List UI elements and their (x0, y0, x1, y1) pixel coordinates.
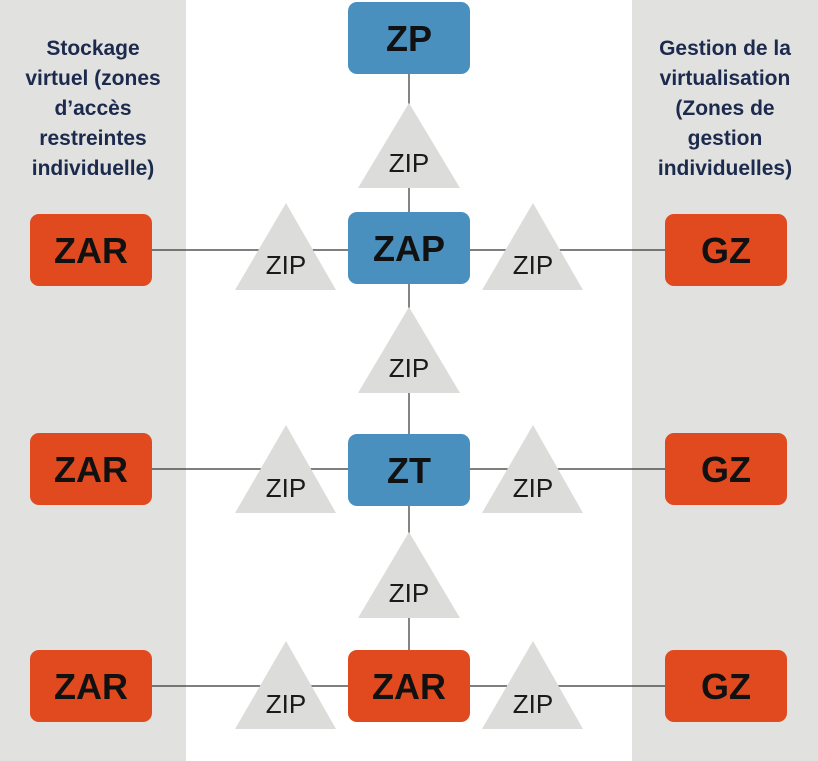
gz-label: GZ (701, 230, 751, 271)
zip-triangle: ZIP (358, 103, 460, 188)
zip-triangle: ZIP (235, 641, 336, 729)
gz-label: GZ (701, 449, 751, 490)
zip-label: ZIP (266, 473, 306, 503)
zar-box: ZAR (30, 433, 152, 505)
zp-label: ZP (386, 18, 432, 59)
zip-label: ZIP (513, 250, 553, 280)
zip-label: ZIP (266, 250, 306, 280)
zar-label: ZAR (54, 449, 128, 490)
left-panel: Stockage virtuel (zones d’accès restrein… (0, 0, 186, 761)
zt-label: ZT (387, 450, 431, 491)
zap-label: ZAP (373, 228, 445, 269)
left-panel-title: Stockage virtuel (zones d’accès restrein… (25, 37, 161, 180)
gz-box: GZ (665, 214, 787, 286)
zap-box: ZAP (348, 212, 470, 284)
gz-box: GZ (665, 650, 787, 722)
zip-triangle: ZIP (358, 307, 460, 393)
zar-box: ZAR (30, 650, 152, 722)
zar-center-label: ZAR (372, 666, 446, 707)
zp-box: ZP (348, 2, 470, 74)
zar-center-box: ZAR (348, 650, 470, 722)
zip-label: ZIP (389, 148, 429, 178)
zar-box: ZAR (30, 214, 152, 286)
right-panel: Gestion de la virtualisation (Zones de g… (632, 0, 818, 761)
zar-label: ZAR (54, 666, 128, 707)
zip-triangle: ZIP (235, 425, 336, 513)
right-panel-title: Gestion de la virtualisation (Zones de g… (657, 37, 793, 180)
zip-label: ZIP (513, 473, 553, 503)
zip-label: ZIP (389, 578, 429, 608)
zip-triangle: ZIP (482, 203, 583, 290)
zip-label: ZIP (389, 353, 429, 383)
zip-triangle: ZIP (235, 203, 336, 290)
zip-triangle: ZIP (482, 641, 583, 729)
zip-label: ZIP (266, 689, 306, 719)
zip-label: ZIP (513, 689, 553, 719)
gz-box: GZ (665, 433, 787, 505)
zip-triangle: ZIP (482, 425, 583, 513)
zip-triangle: ZIP (358, 532, 460, 618)
zar-label: ZAR (54, 230, 128, 271)
zt-box: ZT (348, 434, 470, 506)
gz-label: GZ (701, 666, 751, 707)
